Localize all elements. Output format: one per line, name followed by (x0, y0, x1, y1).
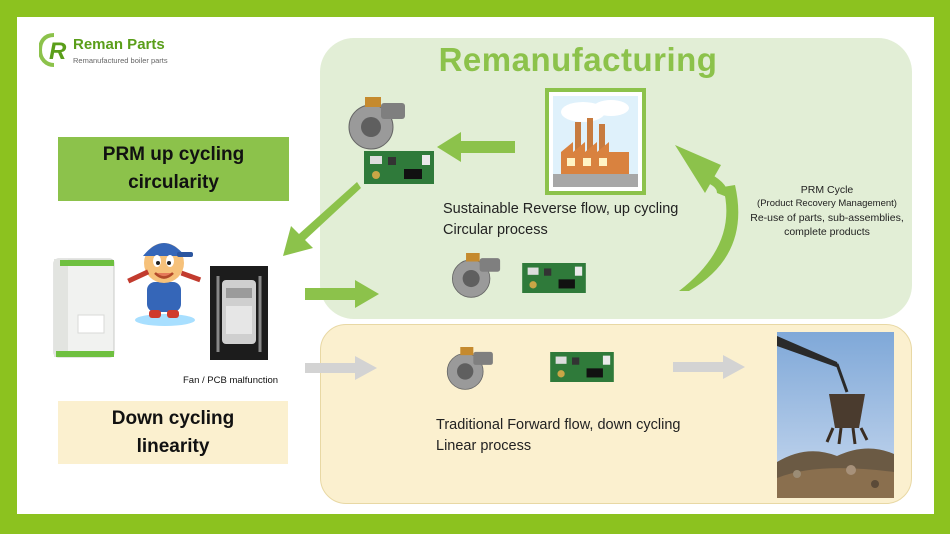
prm-cycle-text: PRM Cycle (Product Recovery Management) … (747, 183, 907, 239)
plumber-mascot-icon (127, 243, 202, 326)
arrow-right-grey-2 (673, 355, 745, 379)
pcb-board-icon-3 (550, 352, 614, 382)
down-cycling-box: Down cycling linearity (58, 401, 288, 464)
boiler-icon (53, 258, 115, 358)
prm-cycle-line2: Re-use of parts, sub-assemblies, (750, 212, 904, 224)
slide: R Reman Parts Remanufactured boiler part… (17, 17, 934, 514)
logo: R Reman Parts Remanufactured boiler part… (39, 32, 189, 72)
arrow-right-grey (305, 356, 377, 380)
prm-cycle-line1: (Product Recovery Management) (757, 198, 897, 209)
blower-fan-icon-2 (451, 253, 501, 298)
arrow-left-green (437, 132, 515, 162)
factory-icon (553, 96, 638, 187)
forward-flow-text: Traditional Forward flow, down cycling L… (436, 415, 680, 457)
down-cycling-label: Down cycling linearity (111, 407, 235, 457)
arrow-right-green (305, 280, 379, 308)
blower-fan-icon (348, 97, 405, 150)
pcb-board-icon (364, 151, 434, 184)
reverse-flow-line1: Sustainable Reverse flow, up cycling (443, 201, 679, 217)
prm-upcycling-box: PRM up cycling circularity (58, 137, 289, 201)
prm-upcycling-label: PRM up cycling circularity (102, 144, 245, 193)
forward-flow-line2: Linear process (436, 438, 532, 454)
logo-name: Reman Parts (73, 36, 165, 53)
pcb-board-icon-2 (522, 263, 586, 293)
reverse-flow-text: Sustainable Reverse flow, up cycling Cir… (443, 199, 678, 241)
prm-cycle-title: PRM Cycle (800, 184, 854, 196)
scrap-crane-icon (777, 332, 894, 498)
logo-tagline: Remanufactured boiler parts (73, 56, 168, 65)
svg-text:R: R (49, 38, 67, 65)
curved-arrow-up-green (675, 145, 739, 291)
prm-cycle-line3: complete products (784, 226, 870, 238)
blower-fan-icon-3 (446, 347, 493, 390)
reverse-flow-line2: Circular process (443, 222, 548, 238)
malfunction-label: Fan / PCB malfunction (183, 375, 279, 386)
arrow-diagonal-green (283, 182, 361, 256)
remanufacturing-title: Remanufacturing (438, 41, 718, 78)
r-circle-logo-icon: R (39, 33, 67, 67)
forward-flow-line1: Traditional Forward flow, down cycling (436, 417, 681, 433)
boiler-interior-icon (210, 266, 268, 360)
